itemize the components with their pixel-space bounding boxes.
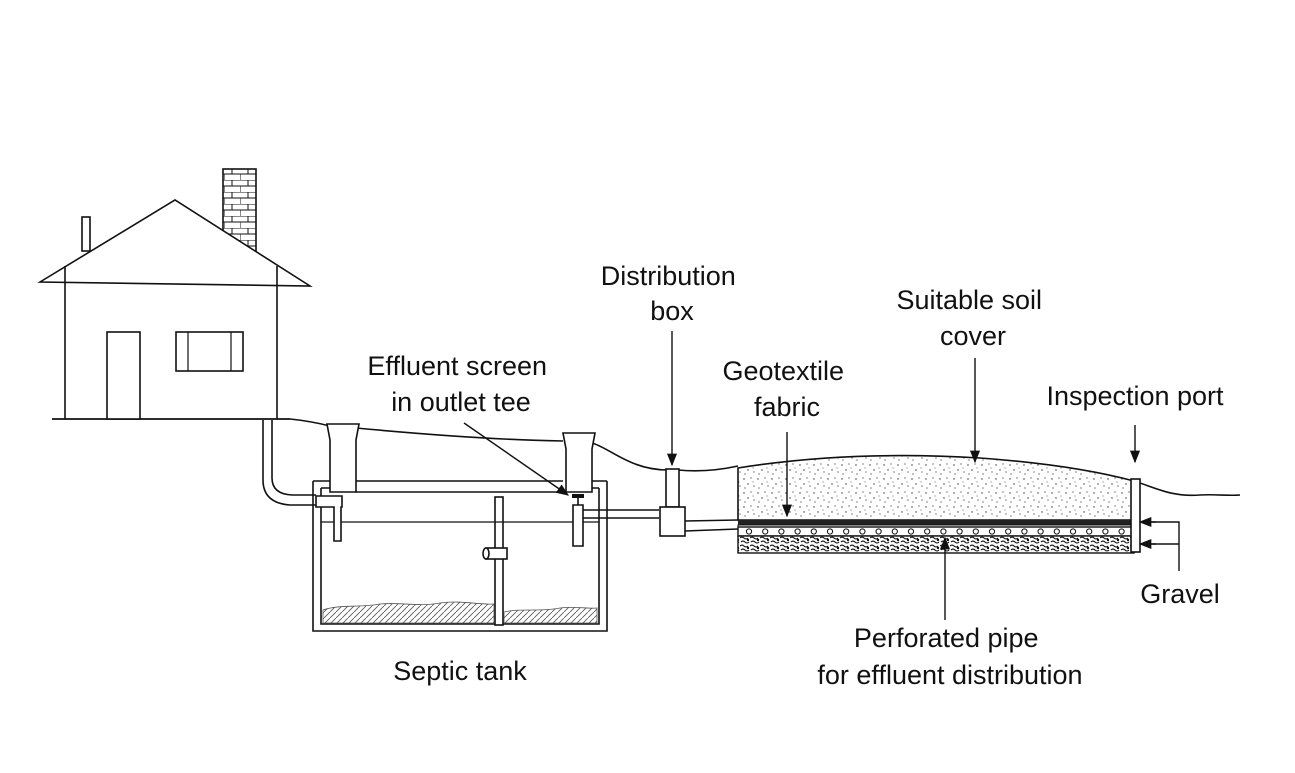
pipe-perforation	[859, 528, 866, 535]
baffle-wall	[494, 496, 504, 626]
inspection-port	[1130, 478, 1141, 553]
label-distribution-box: Distribution box	[601, 261, 744, 326]
label-gravel: Gravel	[1140, 579, 1220, 609]
outlet-tee	[572, 504, 584, 547]
gravel-bracket	[1144, 521, 1180, 571]
drain-field	[737, 454, 1141, 554]
pipe-perforation	[843, 528, 850, 535]
vent-pipe	[81, 216, 91, 252]
pipe-perforation	[1053, 528, 1060, 535]
pipe-perforation	[826, 528, 834, 535]
pipe-perforation	[972, 528, 979, 535]
pipe-perforation	[1086, 528, 1093, 535]
pipe-perforation	[940, 528, 947, 535]
effluent-screen	[572, 494, 584, 498]
house-body	[37, 199, 313, 287]
geotextile-layer	[738, 520, 1134, 525]
pipe-perforation	[762, 528, 769, 535]
label-geotextile-fabric: Geotextile fabric	[722, 356, 851, 422]
pipe-perforation	[1069, 528, 1077, 535]
pipe-perforation	[1037, 528, 1044, 535]
sludge-layer-2	[503, 606, 598, 624]
house-door	[106, 331, 141, 420]
sewer-pipe	[262, 420, 316, 506]
pipe-perforation	[891, 528, 898, 535]
pipe-perforation	[875, 528, 882, 535]
pipe-perforation	[1118, 528, 1125, 535]
pipe-perforation	[794, 528, 801, 535]
outlet-riser	[562, 432, 596, 493]
leader-lines	[463, 331, 1180, 620]
arrow-effluent-screen	[463, 422, 570, 496]
distribution-pipe	[684, 519, 739, 532]
inlet-riser	[326, 423, 360, 493]
inlet-tee	[315, 495, 343, 542]
label-perforated-pipe: Perforated pipe for effluent distributio…	[817, 623, 1082, 690]
house	[37, 168, 313, 420]
pipe-perforation	[778, 528, 785, 535]
pipe-perforation	[810, 528, 817, 535]
pipe-perforation	[924, 528, 931, 535]
perforated-pipe	[737, 526, 1135, 537]
house-window	[175, 331, 244, 372]
pipe-perforation	[1005, 528, 1012, 535]
label-septic-tank: Septic tank	[393, 656, 527, 686]
pipe-perforation	[1021, 528, 1028, 535]
pipe-perforation	[956, 528, 963, 535]
ground-surface	[289, 418, 1241, 497]
sludge-layer-1	[322, 601, 495, 624]
label-inspection-port: Inspection port	[1046, 381, 1224, 411]
pipe-perforation	[1102, 528, 1109, 535]
label-effluent-screen: Effluent screen in outlet tee	[367, 351, 554, 417]
effluent-pipe	[583, 509, 659, 519]
pipe-perforation	[745, 528, 753, 535]
soil-cover	[737, 454, 1135, 521]
septic-tank	[312, 423, 608, 632]
gravel-lower	[737, 535, 1135, 554]
distribution-box	[659, 468, 686, 537]
pipe-perforation	[907, 528, 915, 535]
label-suitable-soil-cover: Suitable soil cover	[896, 285, 1049, 351]
baffle-opening	[482, 547, 508, 560]
pipe-perforation	[988, 528, 996, 535]
